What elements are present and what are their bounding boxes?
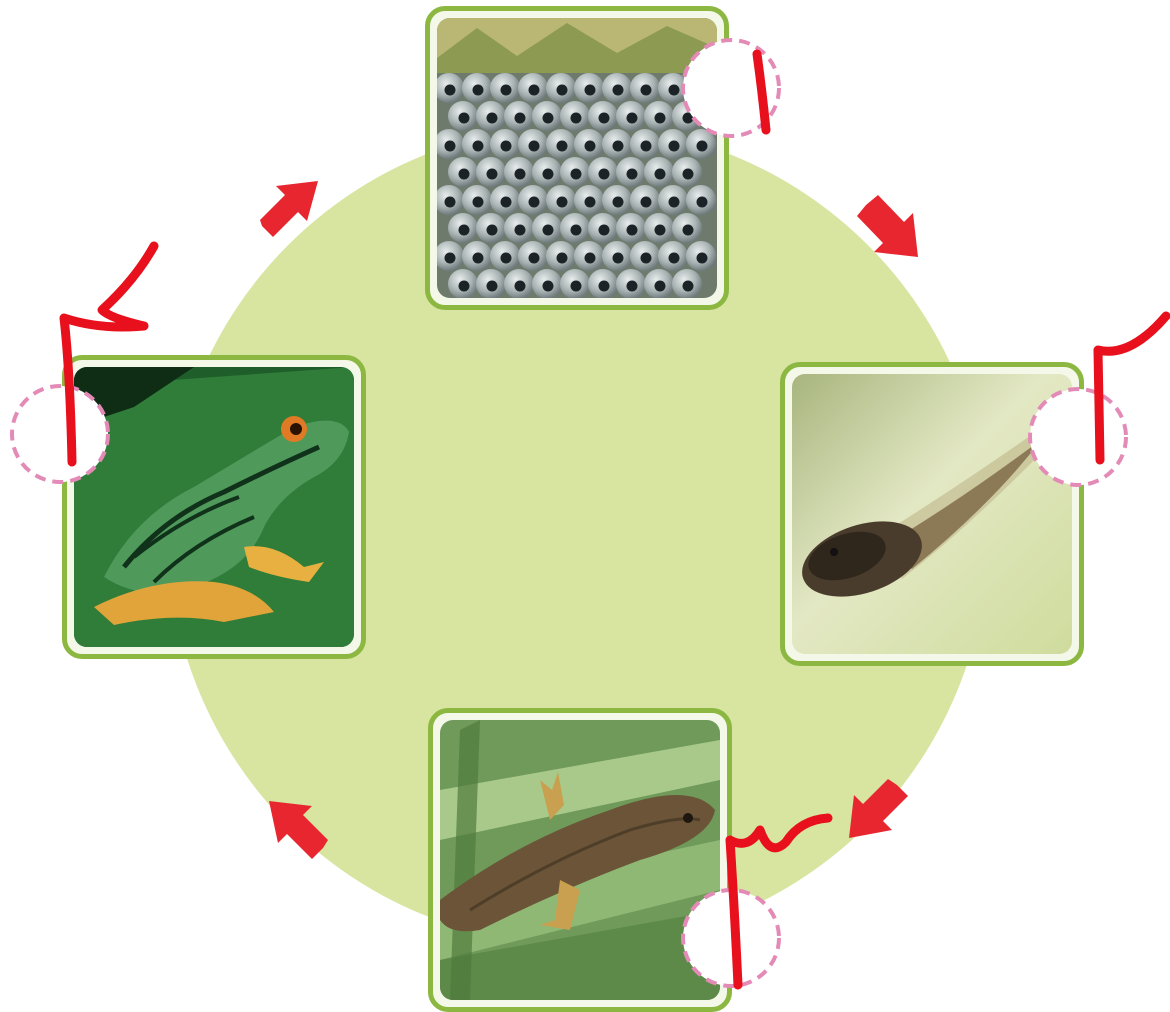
- marker-circle-4: [12, 386, 108, 482]
- marker-circle-2: [1030, 389, 1126, 485]
